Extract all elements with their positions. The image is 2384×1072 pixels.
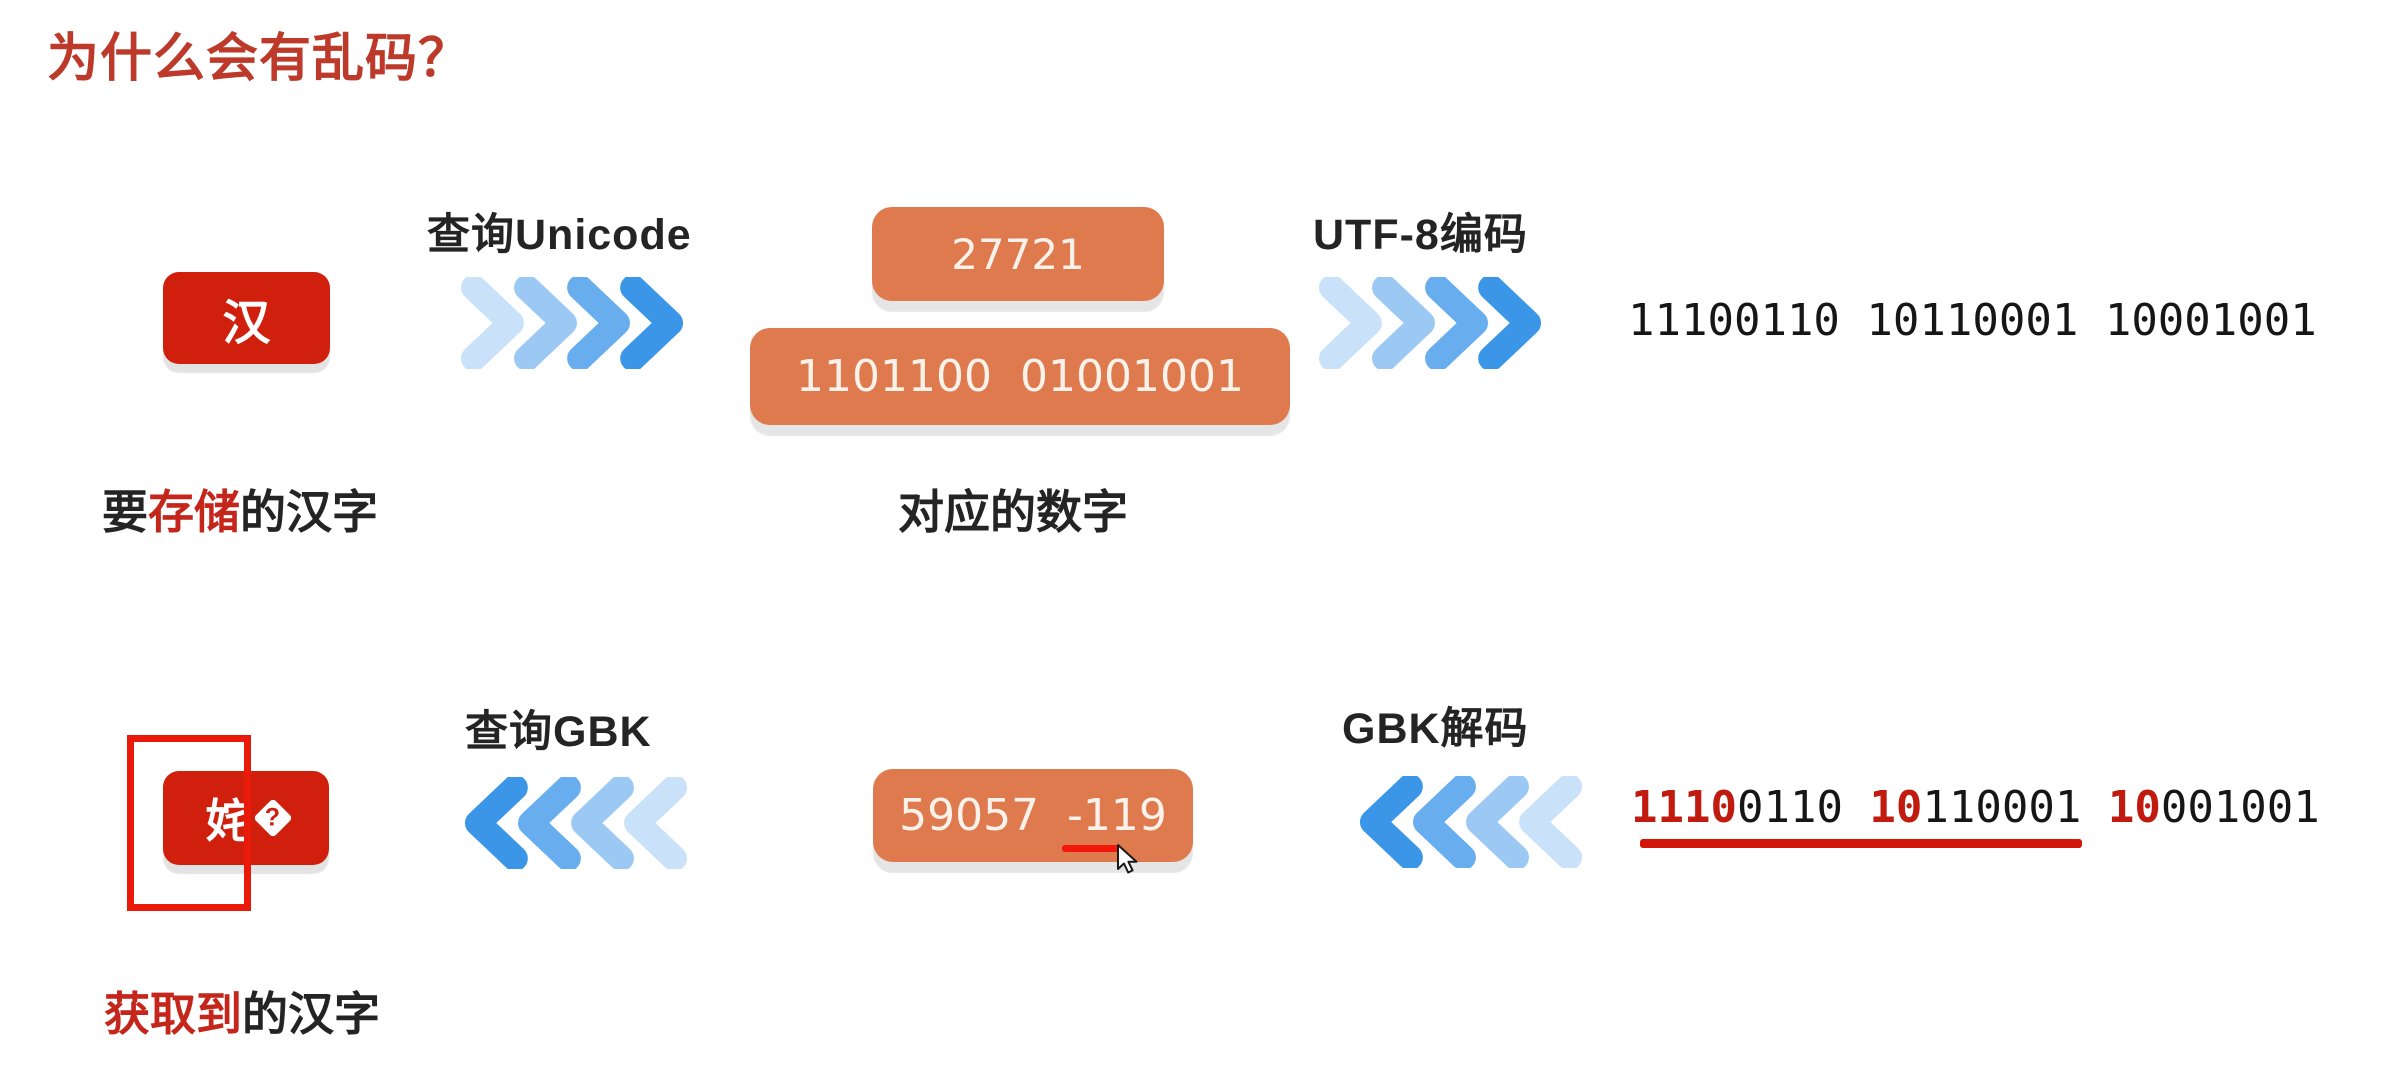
mouse-cursor-icon [1117,844,1138,874]
gbk-bytes-text: 11100110 10110001 10001001 [1631,782,2320,833]
gbk-values-box: 59057 -119 [873,769,1193,862]
arrow-left-chevrons-icon [1359,776,1583,868]
result-caption: 获取到的汉字 [104,988,380,1040]
utf8-bytes-text: 11100110 10110001 10001001 [1628,295,2317,346]
gbk-values: 59057 -119 [899,790,1167,841]
source-char: 汉 [222,297,271,350]
number-caption: 对应的数字 [898,486,1128,538]
source-caption: 要存储的汉字 [102,486,378,538]
caption-highlight: 存储 [148,486,240,538]
query-gbk-label: 查询GBK [465,708,652,756]
arrow-right-chevrons-icon [460,277,684,369]
bytes-underline [1640,839,2082,848]
error-highlight-rect [127,735,251,911]
codepoint-value: 27721 [951,229,1085,279]
caption-highlight: 获取到 [104,988,242,1040]
value-underline [1062,845,1121,852]
page-title: 为什么会有乱码？ [47,30,472,88]
codepoint-binary-value: 1101100 01001001 [796,351,1244,402]
arrow-right-chevrons-icon [1318,277,1542,369]
replacement-char-icon: ? [252,798,293,838]
codepoint-box: 27721 [872,207,1164,301]
utf8-encode-label: UTF-8编码 [1313,211,1528,259]
arrow-left-chevrons-icon [464,777,688,869]
source-char-box: 汉 [163,272,330,364]
result-char: 姹 [205,795,252,847]
query-unicode-label: 查询Unicode [427,211,692,259]
gbk-decode-label: GBK解码 [1342,705,1529,753]
codepoint-binary-box: 1101100 01001001 [750,328,1290,425]
